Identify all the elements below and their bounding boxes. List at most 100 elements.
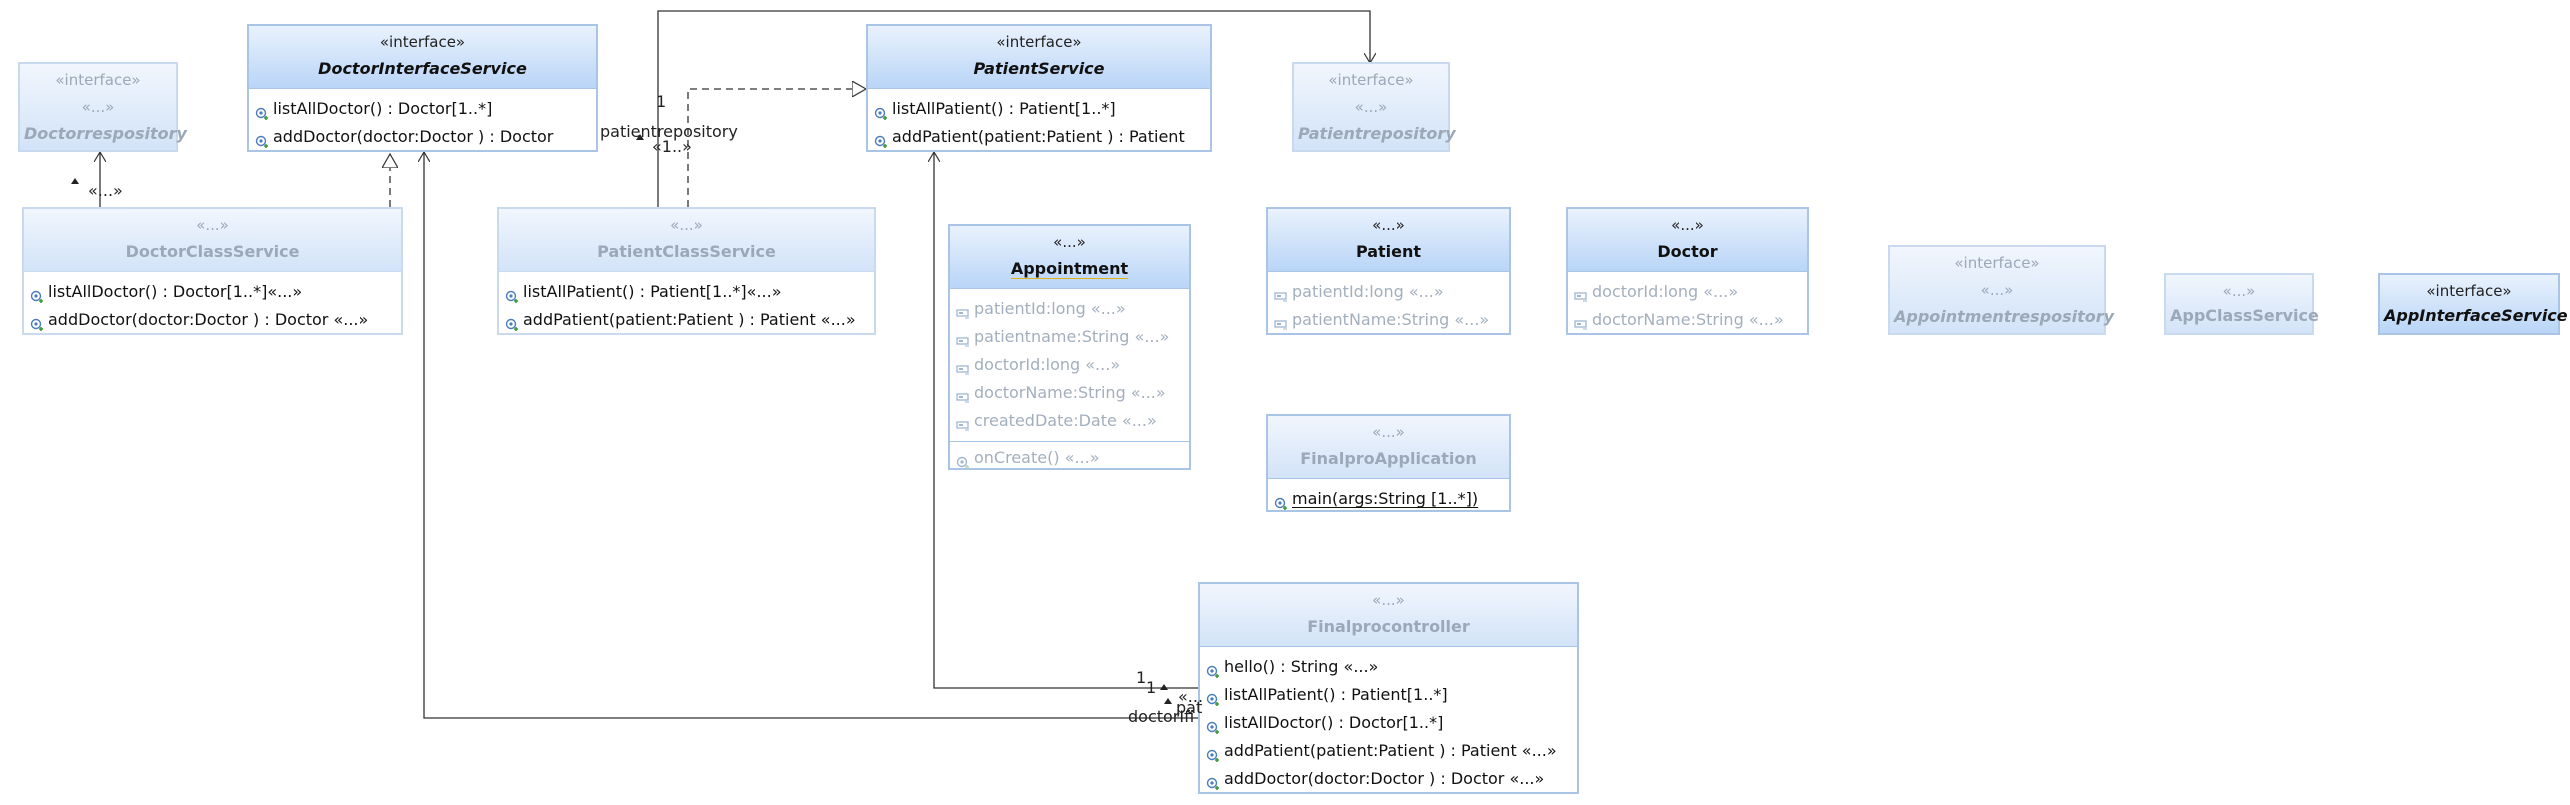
operation-text: listAllPatient() : Patient[1..*] <box>1224 685 1448 704</box>
operation-row[interactable]: main(args:String [1..*]) <box>1268 485 1509 513</box>
class-finalproapplication[interactable]: «...» FinalproApplication main(args:Stri… <box>1266 414 1511 512</box>
operation-text: addPatient(patient:Patient ) : Patient <box>892 127 1185 146</box>
class-name: PatientService <box>973 59 1105 78</box>
role-label: patientrepository <box>600 122 738 141</box>
operation-row[interactable]: listAllDoctor() : Doctor[1..*] <box>1200 709 1577 737</box>
marker-tri-4 <box>1164 698 1172 704</box>
class-name: Finalprocontroller <box>1307 617 1470 636</box>
attribute-row[interactable]: createdDate:Date «...» <box>950 407 1189 435</box>
attribute-icon <box>1574 313 1588 330</box>
operation-text: addPatient(patient:Patient ) : Patient «… <box>523 310 856 329</box>
public-operation-icon <box>30 313 44 331</box>
class-name: Doctorrespository <box>24 124 187 143</box>
class-name: DoctorClassService <box>125 242 300 261</box>
attribute-text: doctorName:String «...» <box>974 383 1166 402</box>
public-operation-icon <box>874 130 888 148</box>
class-appinterfaceservice[interactable]: «interface» AppInterfaceService <box>2378 273 2568 335</box>
class-name: AppInterfaceService <box>2384 306 2568 325</box>
class-name: AppClassService <box>2170 306 2319 325</box>
class-name: FinalproApplication <box>1300 449 1477 468</box>
attribute-row[interactable]: doctorId:long «...» <box>950 351 1189 379</box>
public-operation-icon <box>1206 716 1220 734</box>
assoc-ctrl-patient-line <box>934 152 1198 689</box>
operation-text: addDoctor(doctor:Doctor ) : Doctor «...» <box>48 310 369 329</box>
operation-text: addDoctor(doctor:Doctor ) : Doctor «...» <box>1224 769 1545 788</box>
stereotype-label: «...» <box>2222 282 2256 300</box>
class-doctorclassservice[interactable]: «...» DoctorClassService listAllDoctor()… <box>22 207 403 335</box>
attribute-row[interactable]: doctorId:long «...» <box>1568 278 1807 306</box>
attribute-text: doctorId:long «...» <box>1592 282 1739 301</box>
operation-row[interactable]: addDoctor(doctor:Doctor ) : Doctor «...» <box>24 306 401 334</box>
operation-row[interactable]: addDoctor(doctor:Doctor ) : Doctor «...» <box>1200 765 1577 793</box>
attribute-row[interactable]: patientId:long «...» <box>950 295 1189 323</box>
attribute-row[interactable]: patientname:String «...» <box>950 323 1189 351</box>
public-operation-icon <box>255 130 269 148</box>
class-doctorrespository[interactable]: «interface» «...» Doctorrespository <box>18 62 187 152</box>
stereotype-label: «...» <box>1354 98 1388 116</box>
class-name: Appointmentrespository <box>1894 307 2115 326</box>
operation-row[interactable]: addPatient(patient:Patient ) : Patient «… <box>1200 737 1577 765</box>
class-patientservice[interactable]: «interface» PatientService listAllPatien… <box>866 24 1212 152</box>
stereotype-label: «...» <box>196 216 229 234</box>
dependency-label: «...» <box>88 181 123 200</box>
operation-row[interactable]: listAllPatient() : Patient[1..*] <box>868 95 1210 123</box>
attribute-text: patientId:long «...» <box>1292 282 1444 301</box>
operation-row[interactable]: addDoctor(doctor:Doctor ) : Doctor <box>249 123 596 151</box>
operation-text: listAllDoctor() : Doctor[1..*] <box>1224 713 1444 732</box>
operation-row[interactable]: listAllPatient() : Patient[1..*]«...» <box>499 278 874 306</box>
class-finalprocontroller[interactable]: «...» Finalprocontroller hello() : Strin… <box>1198 582 1579 794</box>
operation-row[interactable]: onCreate() «...» <box>950 444 1189 472</box>
operation-row[interactable]: addPatient(patient:Patient ) : Patient <box>868 123 1210 151</box>
operation-row[interactable]: listAllDoctor() : Doctor[1..*]«...» <box>24 278 401 306</box>
attribute-icon <box>956 358 970 375</box>
attribute-icon <box>956 414 970 431</box>
attribute-row[interactable]: doctorName:String «...» <box>950 379 1189 407</box>
attribute-icon <box>1274 285 1288 302</box>
multiplicity-label: 1 <box>1136 668 1147 687</box>
operation-row[interactable]: addPatient(patient:Patient ) : Patient «… <box>499 306 874 334</box>
dependency-label: «1..» <box>652 137 692 156</box>
assoc-ctrl-doctor-line <box>424 152 1198 719</box>
stereotype-label: «...» <box>81 98 115 116</box>
class-appclassservice[interactable]: «...» AppClassService <box>2164 273 2319 335</box>
operation-row[interactable]: listAllDoctor() : Doctor[1..*] <box>249 95 596 123</box>
public-operation-icon <box>874 102 888 120</box>
stereotype-label: «...» <box>1980 281 2014 299</box>
class-appointmentrespository[interactable]: «interface» «...» Appointmentrespository <box>1888 245 2115 335</box>
operation-text: addPatient(patient:Patient ) : Patient «… <box>1224 741 1557 760</box>
assoc-patient-repo-line <box>657 10 1370 207</box>
operation-row[interactable]: hello() : String «...» <box>1200 653 1577 681</box>
stereotype-label: «interface» <box>2426 282 2512 300</box>
class-name: Doctor <box>1657 242 1718 261</box>
class-patient[interactable]: «...» Patient patientId:long «...» patie… <box>1266 207 1511 335</box>
marker-tri-1 <box>71 178 79 184</box>
attribute-text: patientId:long «...» <box>974 299 1126 318</box>
operation-row[interactable]: listAllPatient() : Patient[1..*] <box>1200 681 1577 709</box>
operation-text: main(args:String [1..*]) <box>1292 489 1479 508</box>
marker-tri-2 <box>636 134 644 140</box>
public-operation-icon <box>1206 688 1220 706</box>
class-name: Appointment <box>1010 259 1129 278</box>
class-patientclassservice[interactable]: «...» PatientClassService listAllPatient… <box>497 207 876 335</box>
multiplicity-label: 1 <box>1146 678 1157 697</box>
class-name: Patient <box>1355 242 1422 261</box>
attribute-icon <box>1274 313 1288 330</box>
attribute-row[interactable]: patientId:long «...» <box>1268 278 1509 306</box>
stereotype-label: «...» <box>1372 591 1405 609</box>
class-name: Patientrepository <box>1298 124 1456 143</box>
class-doctor[interactable]: «...» Doctor doctorId:long «...» doctorN… <box>1566 207 1809 335</box>
stereotype-label: «...» <box>1053 233 1086 251</box>
class-appointment[interactable]: «...» Appointment patientId:long «...» p… <box>948 224 1191 470</box>
public-operation-icon <box>505 313 519 331</box>
attribute-text: patientname:String «...» <box>974 327 1170 346</box>
attribute-row[interactable]: doctorName:String «...» <box>1568 306 1807 334</box>
operation-text: addDoctor(doctor:Doctor ) : Doctor <box>273 127 554 146</box>
attribute-text: doctorId:long «...» <box>974 355 1121 374</box>
attribute-row[interactable]: patientName:String «...» <box>1268 306 1509 334</box>
class-patientrepository[interactable]: «interface» «...» Patientrepository <box>1292 62 1456 152</box>
public-operation-icon <box>1206 772 1220 790</box>
attribute-icon <box>956 302 970 319</box>
public-operation-icon <box>505 285 519 303</box>
attribute-text: patientName:String «...» <box>1292 310 1490 329</box>
class-doctorinterfaceservice[interactable]: «interface» DoctorInterfaceService listA… <box>247 24 598 152</box>
